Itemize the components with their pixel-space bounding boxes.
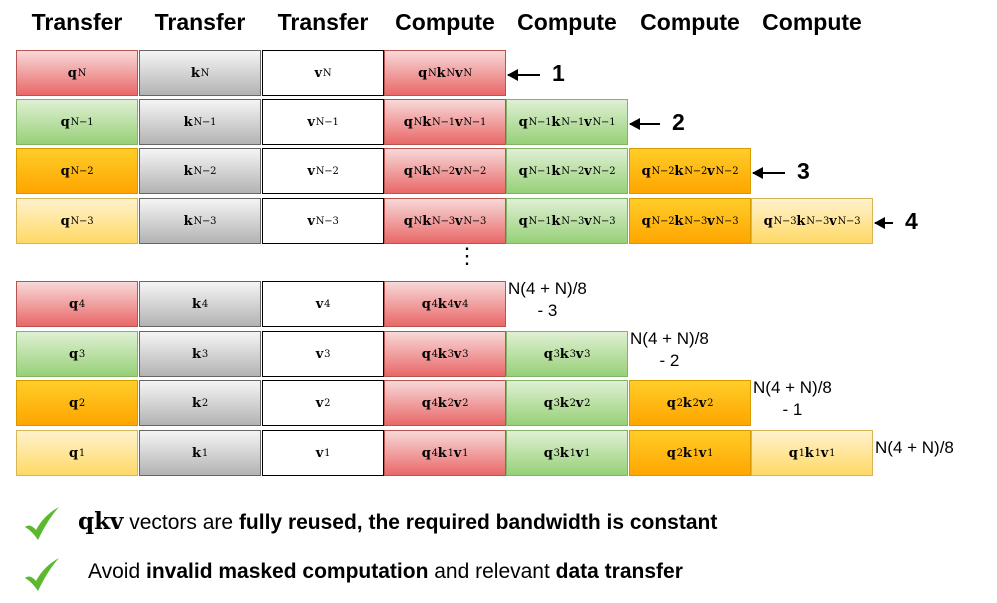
bullet-1-text: vectors are — [123, 511, 239, 534]
check-icon — [25, 507, 59, 540]
arrow-icon — [874, 217, 893, 229]
bullet-2-text-2: and relevant — [428, 560, 556, 583]
column-header-5: Compute — [517, 9, 617, 35]
step-label: 4 — [905, 208, 918, 234]
arrow-icon — [507, 69, 540, 81]
count-note: N(4 + N)/8- 1 — [753, 378, 832, 419]
bullet-1: qkv vectors are fully reused, the requir… — [78, 508, 717, 535]
step-label: 2 — [672, 109, 685, 135]
bullet-2-bold-2: data transfer — [555, 560, 683, 583]
bullet-2: Avoid invalid masked computation and rel… — [88, 560, 683, 584]
column-header-6: Compute — [640, 9, 740, 35]
column-header-1: Transfer — [31, 9, 123, 35]
step-label: 3 — [797, 158, 810, 184]
ellipsis: ⋮ — [456, 243, 478, 268]
arrow-icon — [629, 118, 660, 130]
bullet-2-bold-1: invalid masked computation — [146, 560, 429, 583]
column-header-2: Transfer — [154, 9, 246, 35]
check-icon — [25, 558, 59, 591]
count-note: N(4 + N)/8- 3 — [508, 279, 587, 320]
step-label: 1 — [552, 60, 565, 86]
count-note: N(4 + N)/8- 2 — [630, 329, 709, 370]
bullet-1-bold: fully reused, the required bandwidth is … — [238, 511, 718, 534]
bullet-2-text-1: Avoid — [88, 560, 146, 583]
count-note: N(4 + N)/8 — [875, 438, 954, 457]
column-header-4: Compute — [395, 9, 495, 35]
arrow-icon — [752, 167, 785, 179]
qkv-math: qkv — [78, 508, 124, 535]
column-header-3: Transfer — [277, 9, 369, 35]
column-header-7: Compute — [762, 9, 862, 35]
